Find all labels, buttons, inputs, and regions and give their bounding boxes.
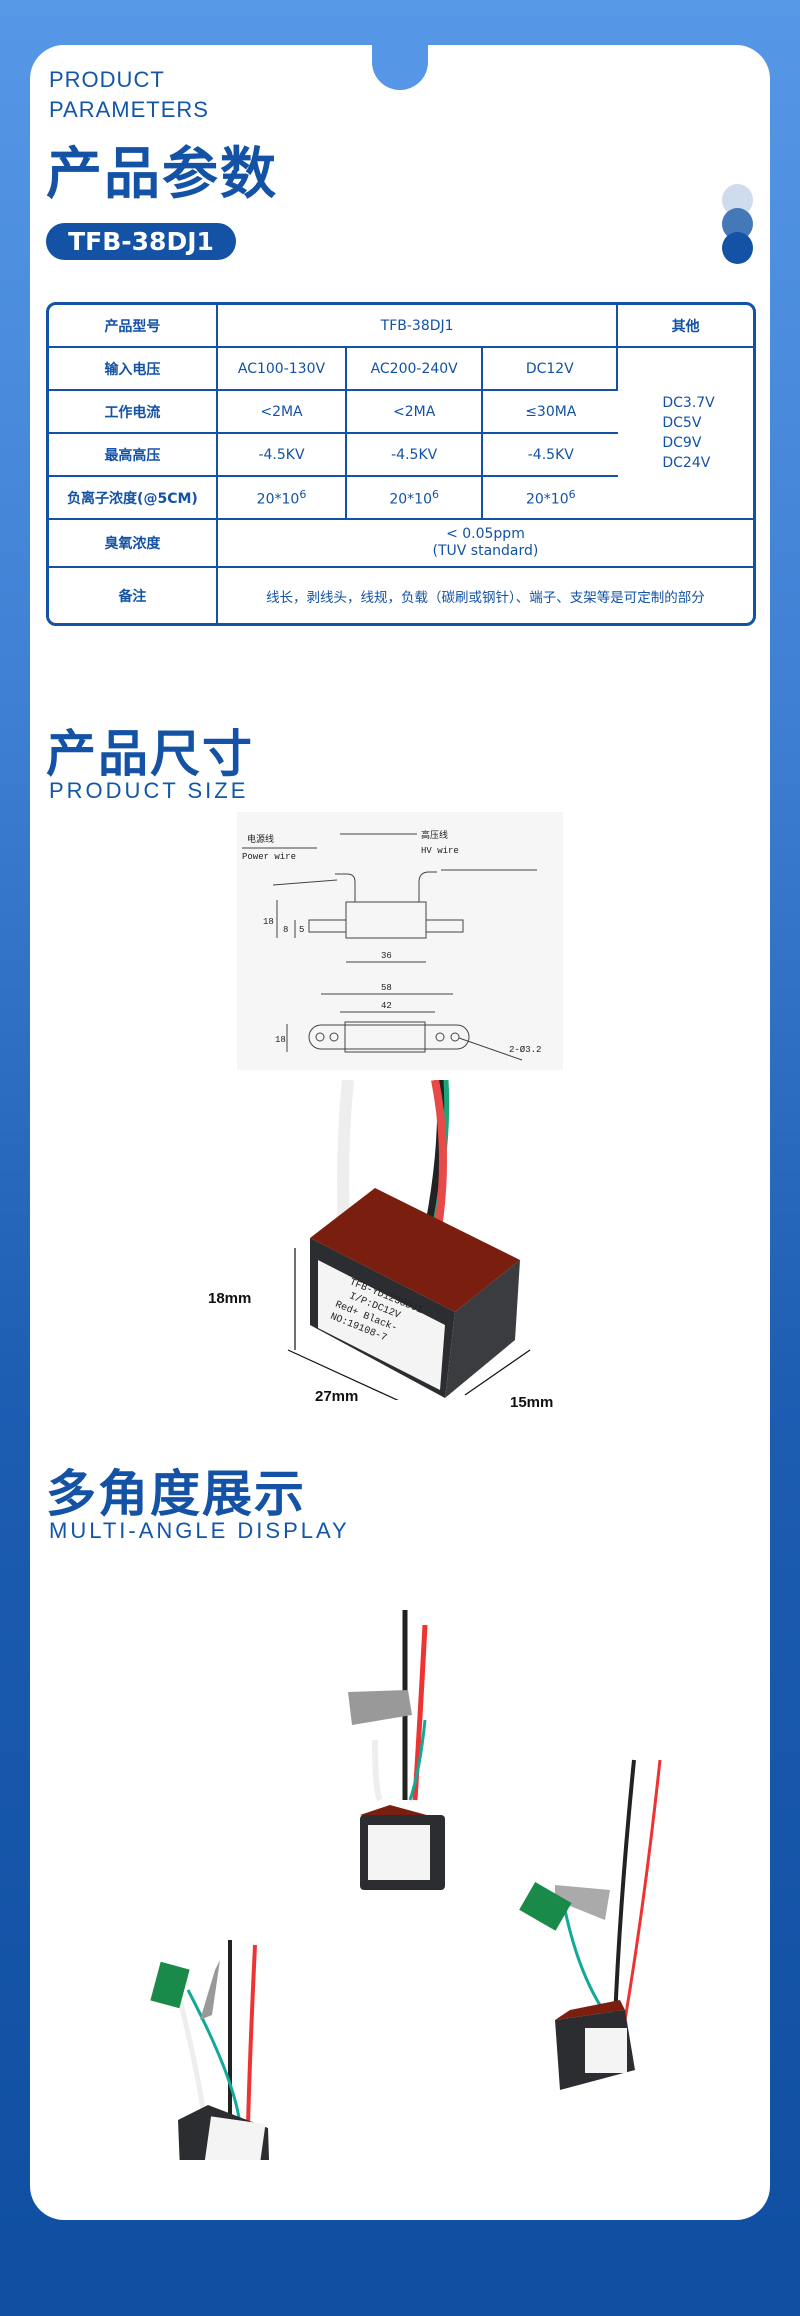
- cell: 线长，剥线头，线规，负载（碳刷或钢针）、端子、支架等是可定制的部分: [266, 589, 705, 606]
- row-label: 最高高压: [49, 434, 218, 477]
- section-subtitle-en-2: PARAMETERS: [49, 97, 209, 122]
- cell: -4.5KV: [217, 434, 348, 477]
- row-label: 负离子浓度(@5CM): [49, 477, 218, 520]
- dim-label: 18: [275, 1035, 286, 1045]
- dim-label: 8: [283, 925, 288, 935]
- cell: 20*106: [483, 477, 619, 520]
- cell: AC200-240V: [347, 348, 484, 391]
- model-badge: TFB-38DJ1: [46, 223, 236, 260]
- table-row: 负离子浓度(@5CM) 20*106 20*106 20*106: [49, 477, 753, 520]
- size-subtitle: PRODUCT SIZE: [49, 778, 249, 803]
- dim-label: 2-Ø3.2: [509, 1045, 541, 1055]
- product-view-right: [519, 1759, 662, 2090]
- row-label: 备注: [49, 568, 218, 623]
- length-label: 27mm: [315, 1388, 359, 1405]
- row-label: 输入电压: [49, 348, 218, 391]
- cell: <2MA: [217, 391, 348, 434]
- dim-label: 58: [381, 983, 392, 993]
- dim-label: 5: [299, 925, 304, 935]
- row-label: 臭氧浓度: [49, 520, 218, 568]
- table-row: 输入电压 AC100-130V AC200-240V DC12V DC3.7V …: [49, 348, 753, 520]
- other-value: DC3.7V: [662, 395, 715, 411]
- product-view-left: [150, 1940, 270, 2160]
- multi-angle-photos: [150, 1610, 662, 2160]
- height-label: 18mm: [208, 1290, 252, 1307]
- other-value: DC24V: [662, 455, 711, 471]
- width-label: 15mm: [510, 1394, 554, 1411]
- cell: ≤30MA: [483, 391, 619, 434]
- decor-dot: [722, 232, 753, 264]
- cell: DC12V: [483, 348, 619, 391]
- cell: 20*106: [347, 477, 484, 520]
- other-value: DC5V: [662, 415, 702, 431]
- page-title: 产品参数: [46, 142, 278, 207]
- cell: -4.5KV: [483, 434, 619, 477]
- display-title: 多角度展示: [46, 1465, 306, 1523]
- dimension-drawing: 电源线 Power wire 高压线 HV wire 18 8 5 36 58 …: [237, 812, 563, 1070]
- table-row: 备注 线长，剥线头，线规，负载（碳刷或钢针）、端子、支架等是可定制的部分: [49, 568, 753, 623]
- cell: 20*106: [217, 477, 348, 520]
- dim-label: 36: [381, 951, 392, 961]
- hv-wire-cn: 高压线: [421, 829, 448, 841]
- cell: -4.5KV: [347, 434, 484, 477]
- table-row: 最高高压 -4.5KV -4.5KV -4.5KV: [49, 434, 753, 477]
- cell: <2MA: [347, 391, 484, 434]
- dim-label: 18: [263, 917, 274, 927]
- row-label: 工作电流: [49, 391, 218, 434]
- display-subtitle: MULTI-ANGLE DISPLAY: [49, 1518, 350, 1543]
- dim-label: 42: [381, 1001, 392, 1011]
- other-values: DC3.7V DC5V DC9V DC24V: [618, 348, 753, 520]
- size-title: 产品尺寸: [46, 725, 254, 783]
- table-row: 产品型号 TFB-38DJ1 其他: [49, 305, 753, 348]
- cell: < 0.05ppm(TUV standard): [217, 520, 753, 568]
- product-view-top: [348, 1610, 445, 1890]
- power-wire-en: Power wire: [242, 852, 296, 862]
- table-row: 工作电流 <2MA <2MA ≤30MA: [49, 391, 753, 434]
- top-notch: [372, 30, 428, 90]
- cell: AC100-130V: [217, 348, 348, 391]
- hv-wire-en: HV wire: [421, 846, 459, 856]
- cell: TFB-38DJ1: [217, 305, 619, 348]
- row-label: 产品型号: [49, 305, 218, 348]
- table-row: 臭氧浓度 < 0.05ppm(TUV standard): [49, 520, 753, 568]
- other-value: DC9V: [662, 435, 702, 451]
- power-wire-cn: 电源线: [247, 833, 274, 845]
- product-photo-dimensions: TFB-YD1238DJ1 I/P:DC12V Red+ Black- NO:1…: [287, 1080, 531, 1400]
- parameters-table: 产品型号 TFB-38DJ1 其他 输入电压 AC100-130V AC200-…: [46, 302, 756, 626]
- other-header: 其他: [618, 305, 753, 348]
- section-subtitle-en: PRODUCT: [49, 67, 165, 92]
